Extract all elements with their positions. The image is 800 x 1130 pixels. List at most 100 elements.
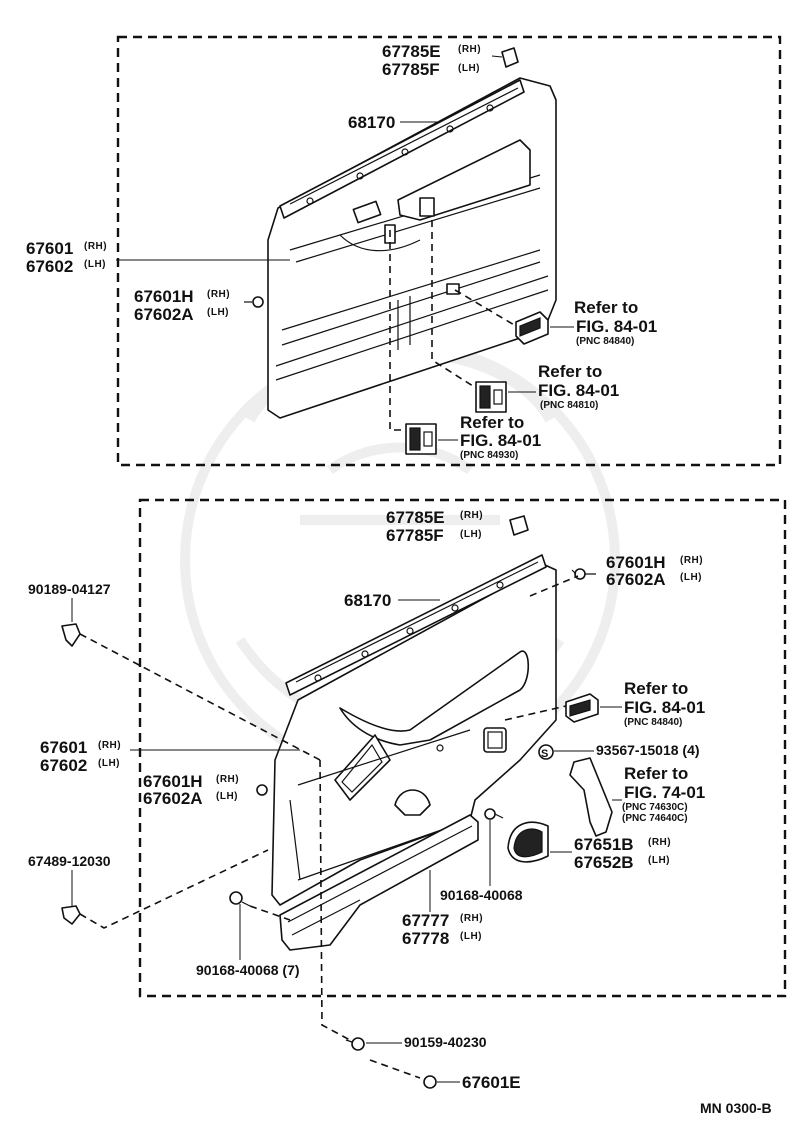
- label-68170-bottom: 68170: [344, 591, 440, 610]
- screw-90159: [345, 1037, 365, 1051]
- svg-text:S: S: [541, 748, 548, 760]
- label-67601-bottom: 67601 (RH) 67602 (LH): [40, 738, 300, 775]
- clip-67785-top: [501, 47, 519, 68]
- pn-67602: 67602: [40, 756, 87, 775]
- pn-67602: 67602: [26, 257, 73, 276]
- label-67489: 67489-12030: [28, 853, 111, 906]
- pn-67601e: 67601E: [462, 1073, 521, 1092]
- label-67601h-top: 67601H (RH) 67602A (LH): [134, 287, 230, 324]
- label-67651: 67651B (RH) 67652B (LH): [550, 835, 671, 872]
- side-rh: (RH): [98, 740, 121, 751]
- ref-text: Refer to: [624, 764, 688, 783]
- label-ref-84840-bottom: Refer to FIG. 84-01 (PNC 84840): [600, 679, 705, 728]
- pn-93567-15018: 93567-15018 (4): [596, 742, 700, 758]
- ref-fig: FIG. 84-01: [624, 698, 705, 717]
- switch-84930-top: [405, 423, 437, 455]
- side-lh: (LH): [216, 791, 238, 802]
- clip-67601h-top: [244, 296, 264, 308]
- switch-84840-top: [515, 311, 549, 345]
- ref-text: Refer to: [460, 413, 524, 432]
- ref-fig: FIG. 84-01: [538, 381, 619, 400]
- label-93567: 93567-15018 (4): [554, 742, 700, 758]
- pn-67602a: 67602A: [134, 305, 194, 324]
- bottom-group-frame: [138, 498, 787, 998]
- label-67785-top: 67785E (RH) 67785F (LH): [382, 42, 481, 79]
- pn-67785f: 67785F: [382, 60, 440, 79]
- label-ref-84810-top: Refer to FIG. 84-01 (PNC 84810): [508, 362, 619, 411]
- top-door-trim-board: [267, 77, 557, 419]
- label-90159: 90159-40230: [366, 1034, 487, 1050]
- side-lh: (LH): [680, 572, 702, 583]
- bottom-belt-molding: [285, 554, 547, 696]
- bottom-door-trim-board: [271, 564, 557, 906]
- screw-90168-left: [229, 891, 251, 907]
- screw-93567: S: [538, 744, 554, 760]
- diagram-code: MN 0300-B: [700, 1100, 772, 1116]
- assist-grip-74630c: [569, 757, 613, 837]
- ref-fig: FIG. 84-01: [576, 317, 657, 336]
- ref-text: Refer to: [538, 362, 602, 381]
- clip-67601h-bottom-left: [256, 784, 268, 796]
- pn-67601: 67601: [26, 239, 73, 258]
- switch-84840-bottom: [565, 693, 599, 723]
- pn-67778: 67778: [402, 929, 449, 948]
- ref-text: Refer to: [574, 298, 638, 317]
- label-67777: 67777 (RH) 67778 (LH): [402, 870, 483, 948]
- pn-68170: 68170: [348, 113, 395, 132]
- label-67601h-bottom-left: 67601H (RH) 67602A (LH): [143, 772, 239, 808]
- side-rh: (RH): [680, 555, 703, 566]
- pn-67602a: 67602A: [606, 570, 666, 589]
- label-90189: 90189-04127: [28, 581, 111, 622]
- pn-67489-12030: 67489-12030: [28, 853, 111, 869]
- pn-67602a: 67602A: [143, 789, 203, 808]
- screw-90168-center: [484, 808, 504, 820]
- side-rh: (RH): [207, 289, 230, 300]
- switch-84810-top: [475, 381, 507, 413]
- label-90168-center: 90168-40068: [440, 820, 523, 903]
- pn-68170: 68170: [344, 591, 391, 610]
- ref-fig: FIG. 74-01: [624, 783, 705, 802]
- label-67785-bottom: 67785E (RH) 67785F (LH): [386, 508, 483, 545]
- label-68170-top: 68170: [348, 113, 440, 132]
- pn-90168-40068-7: 90168-40068 (7): [196, 962, 300, 978]
- ref-pnc-2: (PNC 74640C): [622, 813, 688, 824]
- side-rh: (RH): [458, 44, 481, 55]
- side-lh: (LH): [460, 931, 482, 942]
- ref-pnc: (PNC 84840): [576, 336, 634, 347]
- label-67601h-bottom-right: 67601H (RH) 67602A (LH): [606, 553, 703, 589]
- label-67601-top: 67601 (RH) 67602 (LH): [26, 239, 290, 276]
- side-rh: (RH): [460, 510, 483, 521]
- speaker-grille-67651b: [507, 821, 549, 863]
- clip-90189: [61, 623, 81, 647]
- pn-67777: 67777: [402, 911, 449, 930]
- pn-67652b: 67652B: [574, 853, 634, 872]
- label-ref-84840-top: Refer to FIG. 84-01 (PNC 84840): [550, 298, 657, 347]
- pn-67601h: 67601H: [606, 553, 666, 572]
- pn-67785e: 67785E: [382, 42, 441, 61]
- top-group-frame: [116, 35, 782, 467]
- label-67601e: 67601E: [437, 1073, 521, 1092]
- pn-90159-40230: 90159-40230: [404, 1034, 487, 1050]
- pn-67651b: 67651B: [574, 835, 634, 854]
- side-lh: (LH): [98, 758, 120, 769]
- label-ref-84930-top: Refer to FIG. 84-01 (PNC 84930): [438, 413, 541, 461]
- clip-67785-bottom: [509, 515, 529, 536]
- side-rh: (RH): [84, 241, 107, 252]
- side-lh: (LH): [648, 855, 670, 866]
- ref-pnc: (PNC 84840): [624, 717, 682, 728]
- ref-pnc: (PNC 84810): [540, 400, 598, 411]
- label-ref-74-bottom: Refer to FIG. 74-01 (PNC 74630C) (PNC 74…: [612, 764, 705, 824]
- label-90168-left: 90168-40068 (7): [196, 904, 300, 978]
- pn-67785e: 67785E: [386, 508, 445, 527]
- ref-fig: FIG. 84-01: [460, 431, 541, 450]
- lower-trim-panel-67777: [279, 814, 479, 951]
- pn-90189-04127: 90189-04127: [28, 581, 111, 597]
- pn-67785f: 67785F: [386, 526, 444, 545]
- side-lh: (LH): [207, 307, 229, 318]
- ref-pnc: (PNC 84930): [460, 450, 518, 461]
- ref-pnc: (PNC 74630C): [622, 802, 688, 813]
- side-lh: (LH): [460, 529, 482, 540]
- side-rh: (RH): [216, 774, 239, 785]
- pn-67601h: 67601H: [143, 772, 203, 791]
- clip-67489: [61, 905, 81, 925]
